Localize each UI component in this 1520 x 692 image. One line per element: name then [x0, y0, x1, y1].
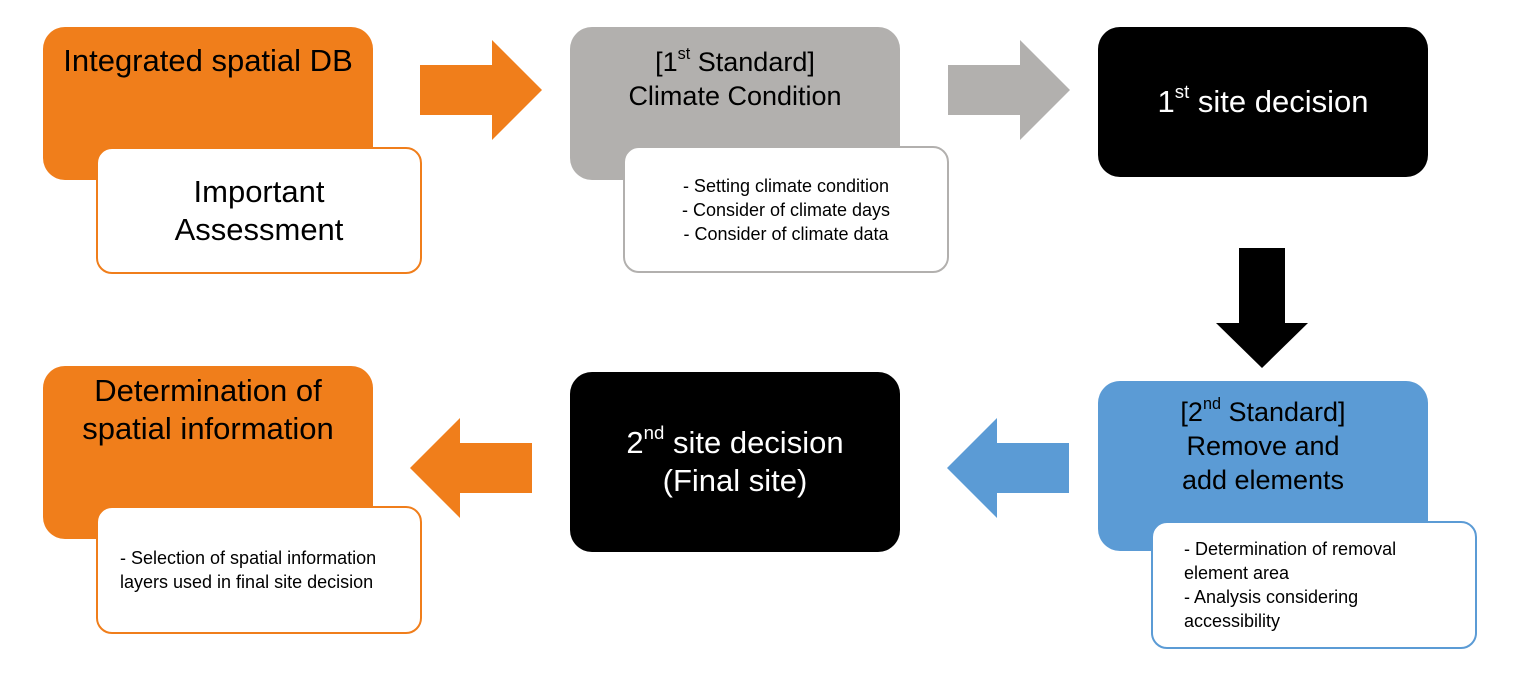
site1-title-num: 1 — [1157, 84, 1175, 119]
determination-title: Determination of spatial information — [82, 373, 334, 446]
site2-title-num: 2 — [626, 425, 644, 460]
determination-detail-box: - Selection of spatial information layer… — [96, 506, 422, 634]
site2-title: 2nd site decision — [626, 422, 844, 462]
standard2-title-post: Standard] — [1220, 397, 1346, 427]
site2-title-post: site decision — [664, 425, 844, 460]
standard1-title: [1st Standard] — [655, 45, 815, 79]
standard1-subtitle: Climate Condition — [628, 81, 842, 111]
important-assessment-box: Important Assessment — [96, 147, 422, 274]
arrow-down-black — [1216, 248, 1308, 368]
standard2-title-sup: nd — [1202, 394, 1221, 413]
standard2-detail-box: - Determination of removal element area … — [1151, 521, 1477, 649]
standard2-title: [2nd Standard] — [1180, 395, 1345, 429]
site1-title-post: site decision — [1189, 84, 1369, 119]
standard1-title-sup: st — [677, 44, 691, 63]
site2-box: 2nd site decision (Final site) — [570, 372, 900, 552]
arrow-left-blue — [947, 418, 1069, 518]
determination-item: - Selection of spatial information layer… — [120, 548, 377, 592]
arrow-left-orange — [410, 418, 532, 518]
standard1-detail-box: - Setting climate condition - Consider o… — [623, 146, 949, 273]
site1-title: 1st site decision — [1157, 81, 1369, 121]
important-assessment-text: Important Assessment — [174, 173, 344, 247]
standard1-item: - Consider of climate days — [681, 199, 891, 220]
standard2-line3: add elements — [1181, 465, 1345, 495]
site1-title-sup: st — [1174, 81, 1190, 103]
standard2-title-pre: [2 — [1180, 397, 1203, 427]
standard2-item: - Analysis considering accessibility — [1184, 587, 1359, 631]
site1-box: 1st site decision — [1098, 27, 1428, 177]
standard1-item: - Setting climate condition — [682, 175, 890, 196]
arrow-right-gray — [948, 40, 1070, 140]
site2-title-sup: nd — [643, 422, 665, 444]
standard2-item: - Determination of removal element area — [1184, 539, 1397, 583]
integrated-db-title: Integrated spatial DB — [63, 43, 353, 78]
standard1-title-post: Standard] — [690, 47, 815, 77]
standard1-item: - Consider of climate data — [683, 223, 889, 244]
standard2-line2: Remove and — [1186, 431, 1340, 461]
arrow-right-orange — [420, 40, 542, 140]
standard1-title-pre: [1 — [655, 47, 678, 77]
site2-subtitle: (Final site) — [662, 463, 808, 498]
